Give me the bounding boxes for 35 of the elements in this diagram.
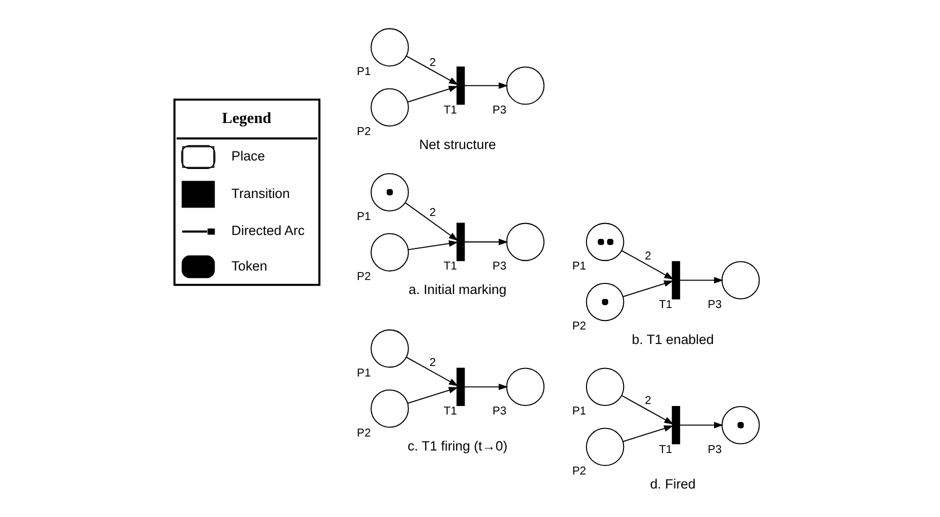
node-label: T1 (443, 104, 456, 116)
node-label: P3 (492, 260, 506, 273)
node-label: T1 (443, 406, 456, 418)
label: b. T1 enabled (631, 332, 714, 347)
node-label: P2 (572, 466, 586, 478)
edge-label: 2 (429, 56, 436, 69)
node-label: P1 (356, 367, 370, 380)
node-label: P1 (356, 210, 370, 223)
legend-label: Place (230, 148, 265, 164)
node-label: P3 (492, 406, 506, 418)
node-label: T1 (443, 260, 456, 273)
node-label: T1 (658, 444, 672, 456)
legend-label: Transition (230, 186, 290, 201)
node-label: P1 (572, 406, 586, 418)
node-label: P1 (356, 66, 370, 78)
node-label: P2 (356, 271, 370, 284)
legend-label: Token (230, 258, 267, 274)
node-label: T1 (658, 298, 672, 311)
label: Legend (222, 110, 271, 127)
edge-label: 2 (644, 250, 651, 262)
node-label: P2 (572, 320, 586, 333)
edge-label: 2 (644, 395, 651, 408)
label: a. Initial marking (408, 282, 506, 298)
node-label: P3 (707, 298, 722, 311)
node-label: P3 (492, 104, 506, 116)
edge-label: 2 (429, 356, 436, 369)
node-label: P2 (356, 427, 370, 440)
node-label: P1 (572, 260, 586, 273)
label: d. Fired (650, 476, 696, 492)
label: c. T1 firing (t→0) (407, 438, 507, 454)
node-label: P3 (707, 444, 722, 456)
label: Net structure (418, 137, 496, 152)
edge-label: 2 (429, 206, 436, 219)
legend-label: Directed Arc (230, 223, 304, 238)
node-label: P2 (356, 126, 370, 138)
